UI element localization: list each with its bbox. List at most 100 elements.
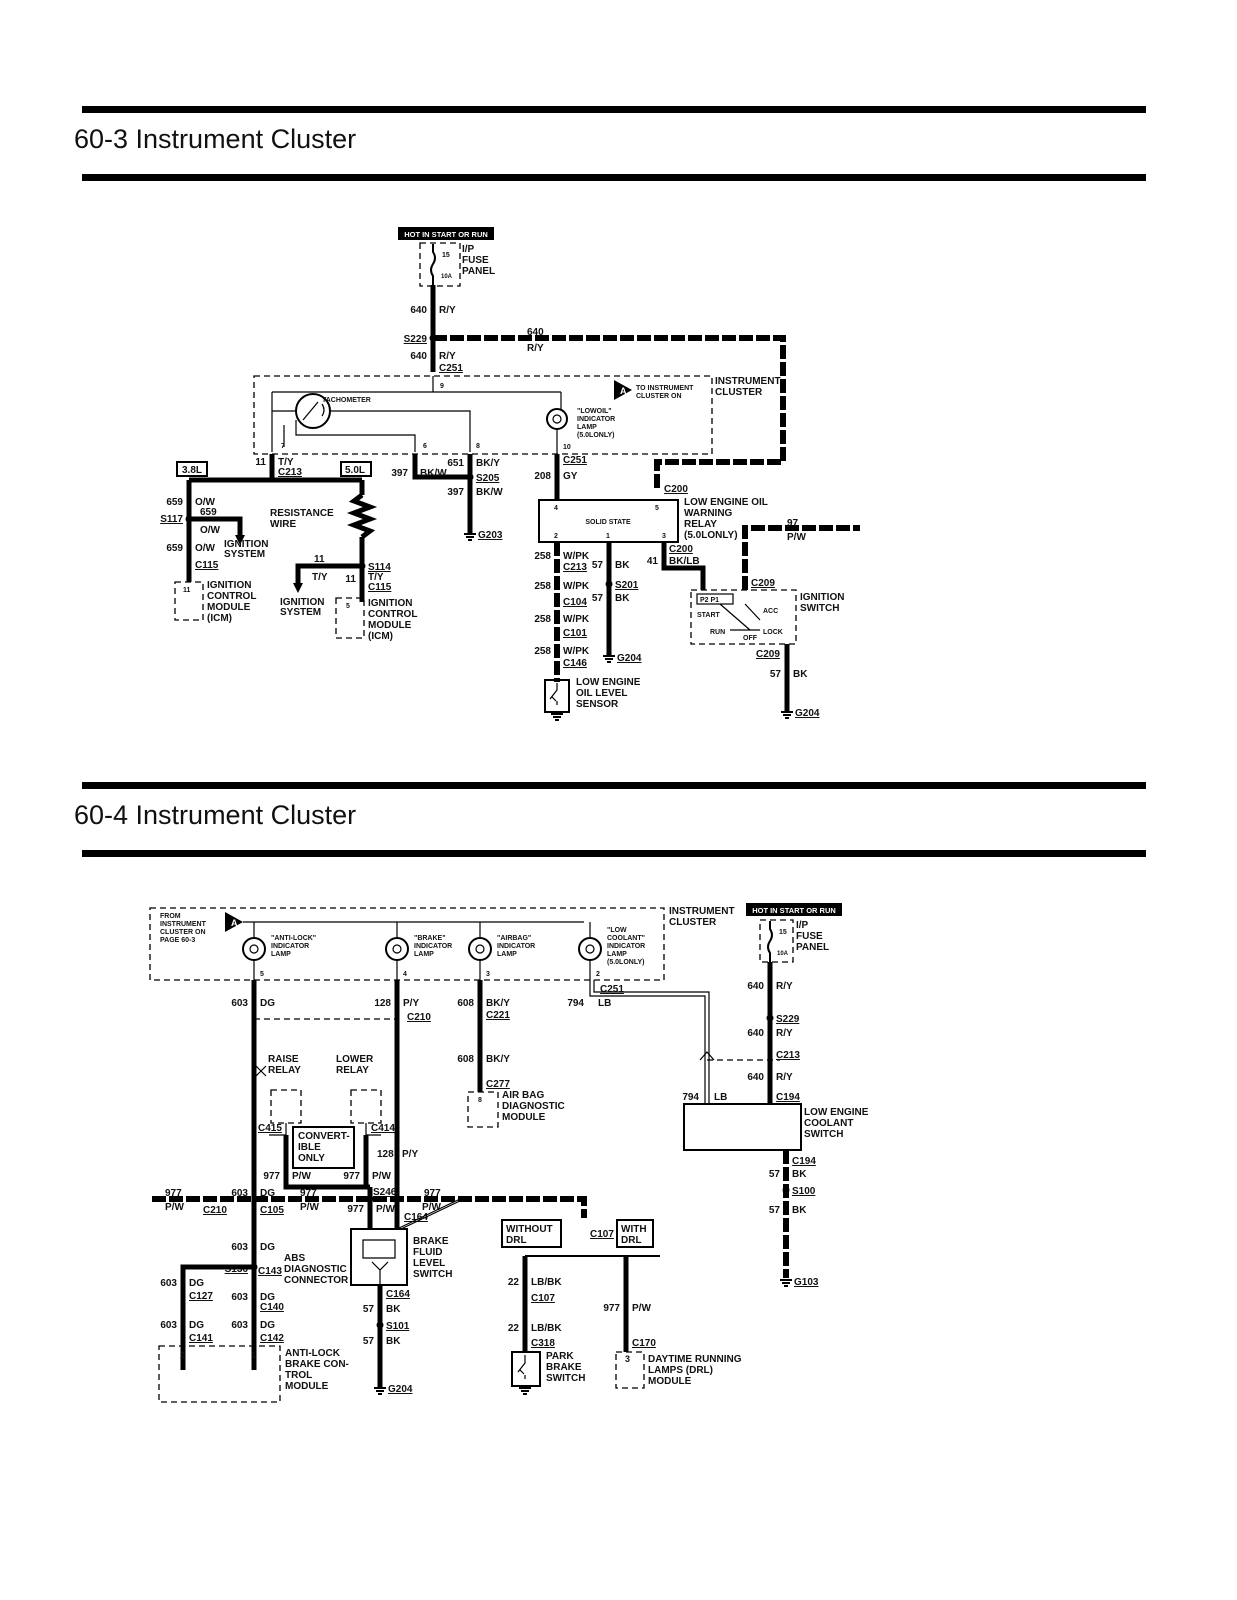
ground-g203-icon <box>464 533 476 541</box>
label-s100: S100 <box>792 1186 816 1197</box>
label-c194-a: C194 <box>776 1092 800 1103</box>
label-603-d: 603 <box>160 1278 177 1289</box>
fuse-panel-label-3: PANEL <box>462 266 495 277</box>
label-c213: C213 <box>278 467 302 478</box>
diagram-60-4: A FROM INSTRUMENT CLUSTER ON PAGE 60-3 I… <box>149 903 869 1403</box>
lamp-brake-1: "BRAKE" <box>414 935 446 942</box>
label-c164-a: C164 <box>404 1212 428 1223</box>
pin-10: 10 <box>563 444 571 451</box>
arrow-ignition-2-icon <box>293 583 303 593</box>
label-ry-b: R/Y <box>439 351 456 362</box>
label-c194-b: C194 <box>792 1156 816 1167</box>
abs-conn-1: ABS <box>284 1253 305 1264</box>
park-brake-switch-box <box>511 1351 541 1387</box>
brake-switch-1: BRAKE <box>413 1236 449 1247</box>
label-977-f: 977 <box>347 1204 364 1215</box>
label-c213-2: C213 <box>776 1050 800 1061</box>
label-977-g: 977 <box>603 1303 620 1314</box>
resistance-wire-2: WIRE <box>270 519 296 530</box>
airbag-module-1: AIR BAG <box>502 1090 544 1101</box>
switch-acc: ACC <box>763 608 778 615</box>
label-c105: C105 <box>260 1205 284 1216</box>
lamp-antilock-2: INDICATOR <box>271 943 309 950</box>
abs-module-1: ANTI-LOCK <box>285 1348 341 1359</box>
hot-label: HOT IN START OR RUN <box>404 230 488 239</box>
label-s117: S117 <box>160 514 183 525</box>
tach-wiring <box>271 410 471 452</box>
splice-s201 <box>605 580 613 588</box>
lowoil-lamp-icon <box>546 408 568 430</box>
label-wpk-b: W/PK <box>563 581 590 592</box>
from-ic-1: FROM <box>160 913 181 920</box>
switch-off: OFF <box>743 635 758 642</box>
pin-5-b: 5 <box>260 971 264 978</box>
label-c146: C146 <box>563 658 587 669</box>
icm-label-3: MODULE <box>207 602 251 613</box>
engine-3-8l-box <box>176 461 208 477</box>
label-659-c: 659 <box>166 543 183 554</box>
label-659-a: 659 <box>166 497 183 508</box>
brake-lamp-icon <box>385 937 409 961</box>
label-g203: G203 <box>478 530 503 541</box>
icm-pin-5: 5 <box>346 603 350 610</box>
wire-397 <box>412 454 470 480</box>
fuse-2-icon <box>767 921 773 962</box>
ic-label-2: CLUSTER <box>715 387 763 398</box>
relay-label-3: RELAY <box>684 519 717 530</box>
pin-8: 8 <box>476 443 480 450</box>
park-brake-2: BRAKE <box>546 1362 582 1373</box>
without-drl-2: DRL <box>506 1235 527 1246</box>
icm-box-38 <box>174 581 204 621</box>
abs-conn-3: CONNECTOR <box>284 1275 349 1286</box>
label-ty-b: T/Y <box>312 572 328 583</box>
with-drl-1: WITH <box>621 1224 647 1235</box>
label-bkw-a: BK/W <box>420 468 447 479</box>
label-11-b: 11 <box>314 554 325 565</box>
label-258-b: 258 <box>534 581 551 592</box>
oil-level-sensor-icon <box>549 683 558 705</box>
relay-label-4: (5.0LONLY) <box>684 530 738 541</box>
label-57-d-2: 57 <box>769 1205 781 1216</box>
label-57-b: 57 <box>592 593 604 604</box>
label-22-b: 22 <box>508 1323 520 1334</box>
label-794-b: 794 <box>682 1092 699 1103</box>
label-wpk-a: W/PK <box>563 551 590 562</box>
convertible-only-box <box>292 1126 355 1169</box>
fuse-number: 15 <box>442 252 450 259</box>
ignition-switch-box <box>690 589 797 645</box>
label-c107-a: C107 <box>590 1229 614 1240</box>
from-cluster-arrow-icon <box>225 912 243 932</box>
wire-41 <box>661 542 706 590</box>
from-ic-3: CLUSTER ON <box>160 929 206 936</box>
lower-relay-1: LOWER <box>336 1054 374 1065</box>
bottom-rule-2 <box>82 850 1146 857</box>
lowoil-label-3: LAMP <box>577 424 597 431</box>
lowoil-label-2: INDICATOR <box>577 416 615 423</box>
with-drl-box <box>616 1219 654 1248</box>
fuse-icon <box>430 244 436 285</box>
coolant-switch-box <box>683 1103 802 1151</box>
to-ic-label-2: CLUSTER ON <box>636 393 682 400</box>
label-dg-d: DG <box>189 1278 204 1289</box>
ignition-switch-icon <box>719 603 761 631</box>
splice-s229-2 <box>766 1014 774 1022</box>
label-g204-a: G204 <box>617 653 642 664</box>
label-603-e: 603 <box>231 1292 248 1303</box>
label-ow-a: O/W <box>195 497 216 508</box>
brake-fluid-switch-box <box>350 1228 408 1286</box>
tachometer-label: TACHOMETER <box>322 397 371 404</box>
label-11: 11 <box>255 457 266 468</box>
label-651: 651 <box>447 458 464 469</box>
lamp-antilock-3: LAMP <box>271 951 291 958</box>
switch-run: RUN <box>710 629 725 636</box>
label-41: 41 <box>647 556 659 567</box>
label-97: 97 <box>787 518 799 529</box>
lowoil-label-4: (5.0LONLY) <box>577 432 614 439</box>
lower-relay-2: RELAY <box>336 1065 369 1076</box>
coolant-switch-1: LOW ENGINE <box>804 1107 869 1118</box>
arrow-letter-a: A <box>620 386 627 396</box>
brake-lamp: "BRAKE" INDICATOR LAMP 4 <box>385 922 452 980</box>
label-lb-a: LB <box>598 998 611 1009</box>
wire-977-raise <box>283 1135 370 1190</box>
label-603-f: 603 <box>160 1320 177 1331</box>
